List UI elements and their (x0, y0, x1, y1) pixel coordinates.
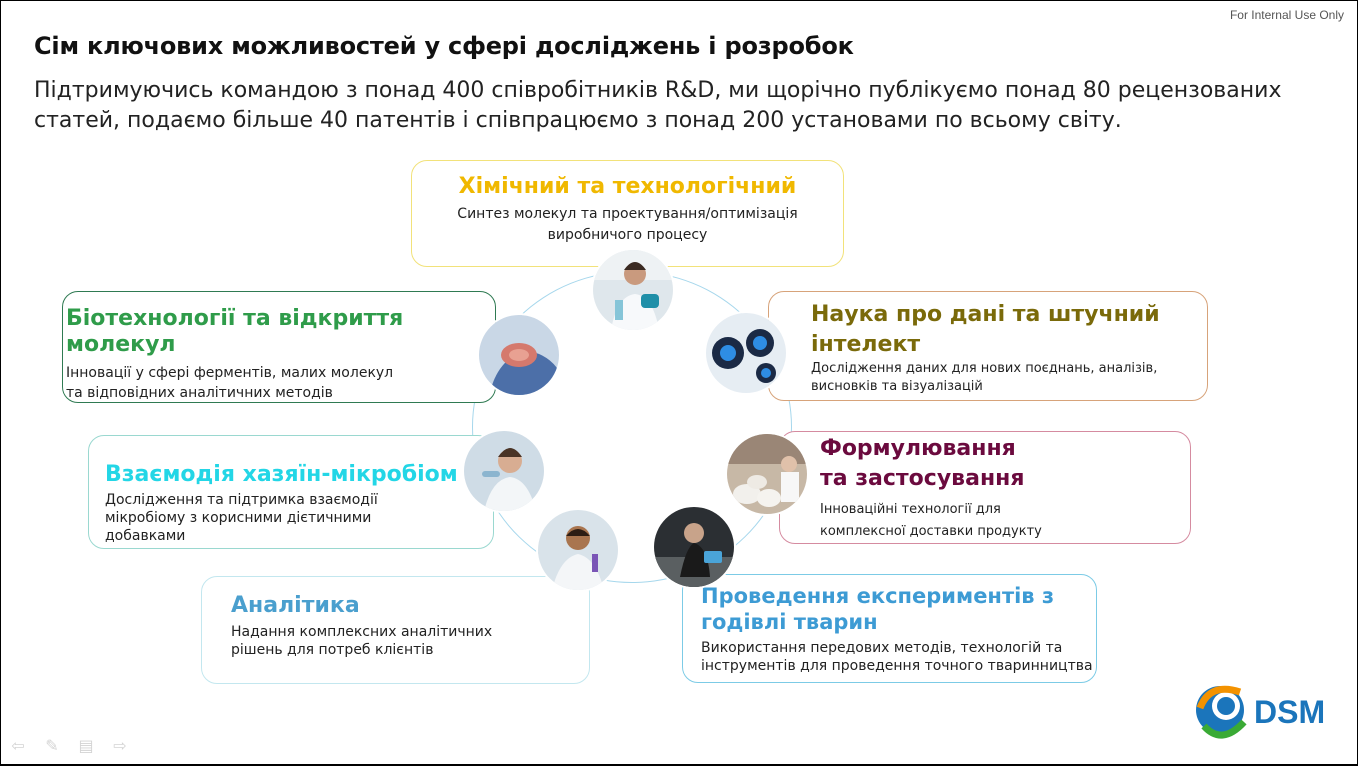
card-formulation-title: Формулювання та застосування (820, 436, 1025, 491)
pen-icon[interactable]: ✎ (45, 736, 59, 755)
card-formulation: Формулювання та застосування Інноваційні… (779, 431, 1191, 544)
card-formulation-text: Інноваційні технології для комплексної д… (820, 502, 1042, 539)
card-host-microbiome: Взаємодія хазяїн-мікробіом Дослідження т… (88, 435, 494, 549)
internal-use-label: For Internal Use Only (1229, 8, 1344, 22)
card-chemistry-text: Синтез молекул та проектування/оптимізац… (457, 206, 798, 244)
biotech-photo (479, 315, 559, 395)
menu-icon[interactable]: ▤ (78, 736, 94, 755)
card-data-science-text: Дослідження даних для нових поєднань, ан… (811, 361, 1158, 394)
formulation-photo (727, 434, 807, 514)
analytics-photo (538, 510, 618, 590)
card-biotech-title: Біотехнології та відкриття молекул (66, 306, 404, 358)
back-arrow-icon[interactable]: ⇦ (11, 736, 25, 755)
dsm-logo-icon (1196, 685, 1247, 739)
card-biotech: Біотехнології та відкриття молекул Іннов… (62, 291, 496, 403)
card-biotech-text: Інновації у сфері ферментів, малих молек… (66, 364, 394, 401)
card-data-science-title: Наука про дані та штучний інтелект (811, 302, 1160, 357)
slide-title: Сім ключових можливостей у сфері дослідж… (34, 32, 854, 60)
card-host-microbiome-text: Дослідження та підтримка взаємодії мікро… (105, 492, 378, 545)
card-data-science: Наука про дані та штучний інтелект Дослі… (768, 291, 1208, 401)
card-chemistry-title: Хімічний та технологічний (458, 174, 797, 199)
card-host-microbiome-title: Взаємодія хазяїн-мікробіом (105, 462, 458, 487)
slide-subtitle: Підтримуючись командою з понад 400 співр… (34, 78, 1282, 133)
card-analytics-text: Надання комплексних аналітичних рішень д… (231, 624, 493, 659)
card-analytics-title: Аналітика (231, 593, 360, 618)
scientist-photo-chem (593, 250, 673, 330)
forward-arrow-icon[interactable]: ⇨ (113, 736, 127, 755)
presenter-nav: ⇦ ✎ ▤ ⇨ (8, 738, 130, 754)
host-microbiome-photo (464, 431, 544, 511)
card-analytics: Аналітика Надання комплексних аналітични… (201, 576, 590, 684)
card-animal-feeding-text: Використання передових методів, технолог… (701, 640, 1093, 674)
animal-feeding-photo (654, 507, 734, 587)
data-science-photo (706, 313, 786, 393)
card-chemistry: Хімічний та технологічний Синтез молекул… (411, 160, 844, 267)
card-animal-feeding: Проведення експериментів з годівлі твари… (682, 574, 1097, 683)
dsm-logo-text: DSM (1254, 694, 1326, 730)
card-animal-feeding-title: Проведення експериментів з годівлі твари… (701, 584, 1055, 634)
